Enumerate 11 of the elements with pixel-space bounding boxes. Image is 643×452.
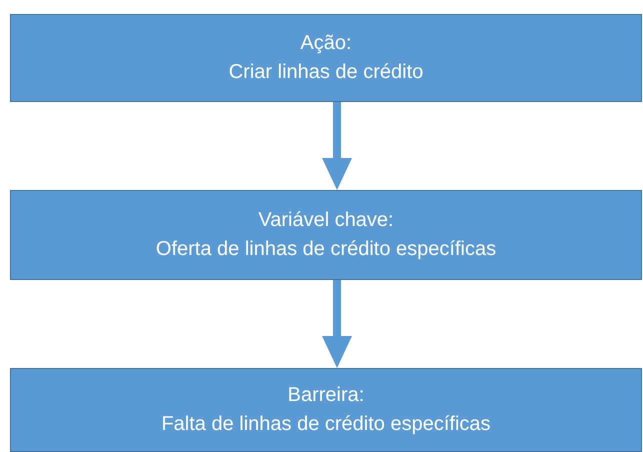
box-heading: Variável chave: bbox=[258, 208, 394, 233]
box-text: Falta de linhas de crédito específicas bbox=[161, 412, 491, 437]
arrow bbox=[322, 280, 352, 368]
box-text: Oferta de linhas de crédito específicas bbox=[156, 237, 496, 262]
box-heading: Ação: bbox=[300, 31, 352, 56]
arrow bbox=[322, 102, 352, 190]
box-text: Criar linhas de crédito bbox=[228, 60, 424, 85]
process-box bbox=[10, 14, 642, 102]
process-box bbox=[10, 368, 642, 452]
box-heading: Barreira: bbox=[288, 383, 364, 408]
process-box bbox=[10, 190, 642, 280]
